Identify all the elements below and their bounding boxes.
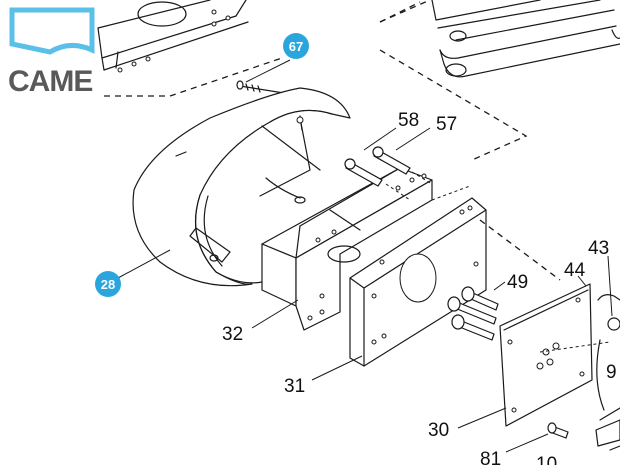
logo-mark-icon	[9, 7, 95, 55]
came-logo: CAME	[8, 7, 95, 98]
label-32: 32	[222, 324, 243, 345]
label-43: 43	[588, 238, 609, 259]
label-58: 58	[398, 110, 419, 131]
bracket-part-32	[261, 167, 471, 331]
label-9: 9	[606, 362, 617, 383]
cover-part-28	[132, 87, 351, 287]
screw-58	[344, 158, 383, 187]
label-81: 81	[480, 449, 501, 465]
svg-text:67: 67	[289, 39, 303, 54]
plate-part-30	[499, 283, 611, 427]
gearbox-part	[595, 294, 620, 451]
part-badge-28: 28	[95, 271, 121, 297]
screw-81	[547, 422, 569, 439]
bolts-49	[447, 286, 499, 341]
label-57: 57	[436, 114, 457, 135]
brand-name: CAME	[8, 65, 92, 98]
part-badge-67: 67	[283, 33, 309, 59]
label-44: 44	[564, 260, 586, 281]
leader-lines	[117, 59, 613, 453]
plate-part-31	[349, 197, 487, 367]
screw-57	[372, 146, 411, 175]
top-rail-part	[379, 0, 620, 78]
svg-text:28: 28	[101, 277, 115, 292]
screw-guides	[385, 171, 433, 201]
label-30: 30	[428, 420, 449, 441]
top-bracket-part	[97, 0, 421, 97]
label-49: 49	[507, 272, 528, 293]
plate-guide-line	[479, 219, 561, 281]
label-10: 10	[536, 454, 557, 465]
assembly-guide-line	[379, 49, 528, 161]
label-31: 31	[284, 376, 305, 397]
